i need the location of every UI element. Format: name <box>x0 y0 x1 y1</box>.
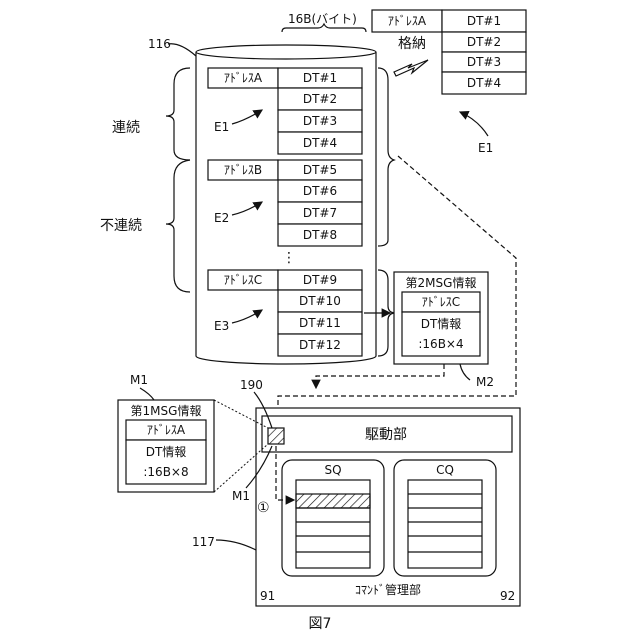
m1-bottom-label: M1 <box>232 489 250 503</box>
e1-right-label: E1 <box>478 141 493 155</box>
dt-3: DT#3 <box>303 114 337 128</box>
msg1-title: 第1MSG情報 <box>131 404 202 418</box>
msg-buffer-190 <box>268 428 284 444</box>
dt-10: DT#10 <box>299 294 341 308</box>
dt-1: DT#1 <box>303 71 337 85</box>
sq-label: SQ <box>324 463 341 477</box>
msg2-address: ｱﾄﾞﾚｽC <box>422 295 460 309</box>
dt-4: DT#4 <box>303 136 337 150</box>
ellipsis: ⋮ <box>282 250 296 266</box>
noncontinuous-brace <box>166 160 190 292</box>
store-label: 格納 <box>398 36 426 52</box>
dt-6: DT#6 <box>303 184 337 198</box>
sq-queue <box>296 480 370 568</box>
sq-entry-hatched <box>296 494 370 508</box>
width-label: 16B(バイト) <box>288 12 357 26</box>
ref-91: 91 <box>260 589 275 603</box>
driver-label: 駆動部 <box>365 427 407 443</box>
memory-group-c: ｱﾄﾞﾚｽC DT#9 DT#10 DT#11 DT#12 <box>208 270 362 356</box>
command-mgr-label: ｺﾏﾝﾄﾞ管理部 <box>355 582 421 597</box>
msg2-size: :16B×4 <box>418 337 463 351</box>
memory-group-b: ｱﾄﾞﾚｽB DT#5 DT#6 DT#7 DT#8 <box>208 160 362 246</box>
msg2-title: 第2MSG情報 <box>406 276 477 290</box>
dt-9: DT#9 <box>303 273 337 287</box>
msg1-size: :16B×8 <box>143 465 188 479</box>
e3-label: E3 <box>214 319 229 333</box>
e2-label: E2 <box>214 211 229 225</box>
top-dt-2: DT#2 <box>467 35 501 49</box>
continuous-brace <box>166 68 190 160</box>
top-table: ｱﾄﾞﾚｽA DT#1 DT#2 DT#3 DT#4 <box>372 10 526 94</box>
m1-top-label: M1 <box>130 373 148 387</box>
msg2-info: DT情報 <box>421 317 462 331</box>
msg1-info: DT情報 <box>146 445 187 459</box>
group-a-address: ｱﾄﾞﾚｽA <box>224 71 263 85</box>
cq-queue <box>408 480 482 568</box>
ref-92: 92 <box>500 589 515 603</box>
dt-11: DT#11 <box>299 316 341 330</box>
continuous-label: 連続 <box>112 119 140 136</box>
top-dt-4: DT#4 <box>467 76 501 90</box>
dt-7: DT#7 <box>303 206 337 220</box>
dt-5: DT#5 <box>303 163 337 177</box>
e1-label: E1 <box>214 120 229 134</box>
m2-label: M2 <box>476 375 494 389</box>
msg2-box: 第2MSG情報 ｱﾄﾞﾚｽC DT情報 :16B×4 <box>394 272 488 364</box>
group-b-address: ｱﾄﾞﾚｽB <box>224 163 262 177</box>
dt-2: DT#2 <box>303 92 337 106</box>
dt-8: DT#8 <box>303 228 337 242</box>
figure-caption: 図7 <box>309 616 332 632</box>
step-1: ① <box>257 500 270 516</box>
ref-190: 190 <box>240 378 263 392</box>
msg1-box: 第1MSG情報 ｱﾄﾞﾚｽA DT情報 :16B×8 <box>118 400 214 492</box>
store-arrow <box>394 60 428 76</box>
msg1-address: ｱﾄﾞﾚｽA <box>147 423 186 437</box>
top-dt-3: DT#3 <box>467 55 501 69</box>
memory-group-a: ｱﾄﾞﾚｽA DT#1 DT#2 DT#3 DT#4 <box>208 68 362 154</box>
top-table-address: ｱﾄﾞﾚｽA <box>388 14 427 28</box>
ref-117: 117 <box>192 535 215 549</box>
cq-label: CQ <box>436 463 454 477</box>
noncontinuous-label: 不連続 <box>100 217 142 234</box>
dt-12: DT#12 <box>299 338 341 352</box>
ref-116: 116 <box>148 37 171 51</box>
group-c-address: ｱﾄﾞﾚｽC <box>224 273 262 287</box>
top-dt-1: DT#1 <box>467 14 501 28</box>
